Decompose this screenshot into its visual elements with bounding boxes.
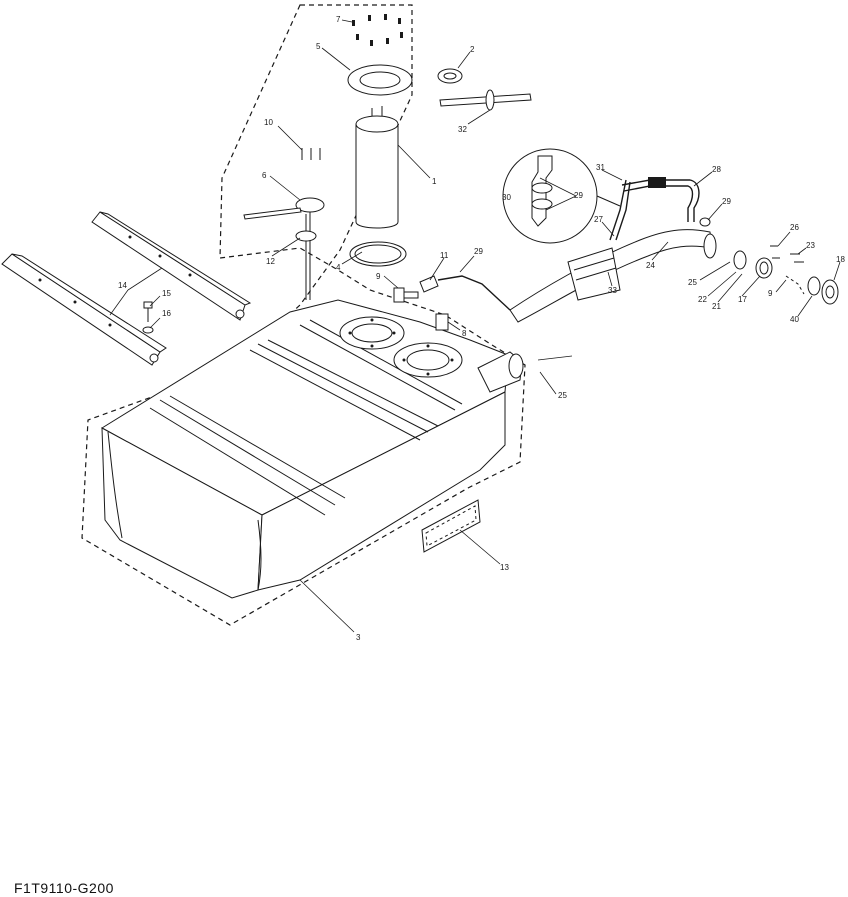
callout-14: 14 bbox=[118, 281, 127, 290]
callout-29-hose: 29 bbox=[722, 197, 731, 206]
filler-neck-seal bbox=[755, 257, 773, 279]
vent-fitting bbox=[393, 287, 419, 303]
callout-15: 15 bbox=[162, 289, 171, 298]
cap-tether bbox=[785, 275, 805, 295]
callout-33: 33 bbox=[608, 286, 617, 295]
callout-labels: 7 5 2 32 1 10 6 12 4 9 8 11 29 14 15 16 … bbox=[118, 15, 845, 642]
vent-hose bbox=[621, 177, 700, 222]
callout-27: 27 bbox=[594, 215, 603, 224]
callout-28: 28 bbox=[712, 165, 721, 174]
callout-12: 12 bbox=[266, 257, 275, 266]
callout-29-vent: 29 bbox=[474, 247, 483, 256]
vent-hose-clamp bbox=[699, 217, 711, 227]
strap-bolt bbox=[143, 301, 153, 322]
cap-gasket bbox=[807, 276, 821, 296]
callout-29-detail: 29 bbox=[574, 191, 583, 200]
tank-strap-upper bbox=[91, 211, 252, 321]
callout-10: 10 bbox=[264, 118, 273, 127]
strap-washer bbox=[142, 326, 154, 334]
assembly-boundary-dashed bbox=[81, 4, 526, 626]
callout-5: 5 bbox=[316, 42, 321, 51]
level-sender bbox=[243, 197, 325, 300]
pump-screws bbox=[352, 14, 403, 46]
callout-16: 16 bbox=[162, 309, 171, 318]
callout-19: 9 bbox=[768, 289, 773, 298]
leader-lines bbox=[109, 19, 841, 633]
callout-21: 21 bbox=[712, 302, 721, 311]
check-valve bbox=[419, 275, 439, 293]
fuel-cap bbox=[821, 279, 839, 305]
detail-circle bbox=[502, 148, 621, 244]
callout-3: 3 bbox=[356, 633, 361, 642]
filler-neck-boot bbox=[703, 233, 747, 270]
filler-vent-tube bbox=[609, 179, 627, 241]
callout-1: 1 bbox=[432, 177, 437, 186]
callout-11: 11 bbox=[440, 251, 449, 260]
sender-seal bbox=[295, 230, 317, 242]
filler-screws bbox=[770, 245, 804, 263]
label-plate bbox=[421, 499, 481, 553]
callout-24: 24 bbox=[646, 261, 655, 270]
callout-25-neck: 25 bbox=[558, 391, 567, 400]
callout-18: 18 bbox=[836, 255, 845, 264]
callout-4: 4 bbox=[336, 263, 341, 272]
callout-30: 30 bbox=[502, 193, 511, 202]
sender-screws bbox=[301, 148, 321, 160]
callout-31: 31 bbox=[596, 163, 605, 172]
callout-26: 26 bbox=[790, 223, 799, 232]
callout-7: 7 bbox=[336, 15, 341, 24]
vent-line bbox=[437, 275, 511, 311]
vent-tube bbox=[439, 89, 532, 111]
callout-6: 6 bbox=[262, 171, 267, 180]
callout-8: 8 bbox=[462, 329, 467, 338]
pump-gasket bbox=[349, 241, 407, 267]
callout-17: 17 bbox=[738, 295, 747, 304]
callout-2: 2 bbox=[470, 45, 475, 54]
callout-25-boot: 25 bbox=[688, 278, 697, 287]
tank-strap-lower bbox=[1, 253, 167, 366]
callout-9: 9 bbox=[376, 272, 381, 281]
heat-shield bbox=[567, 247, 621, 301]
callout-40: 40 bbox=[790, 315, 799, 324]
callout-32: 32 bbox=[458, 125, 467, 134]
retaining-ring bbox=[347, 64, 413, 96]
callout-22: 22 bbox=[698, 295, 707, 304]
drawing-code-label: F1T9110-G200 bbox=[14, 880, 114, 896]
rollover-valve bbox=[435, 313, 449, 331]
fuel-tank bbox=[101, 299, 524, 599]
callout-23: 23 bbox=[806, 241, 815, 250]
fuel-pump-module bbox=[355, 106, 399, 229]
callout-13: 13 bbox=[500, 563, 509, 572]
hose-clamp bbox=[437, 68, 463, 84]
